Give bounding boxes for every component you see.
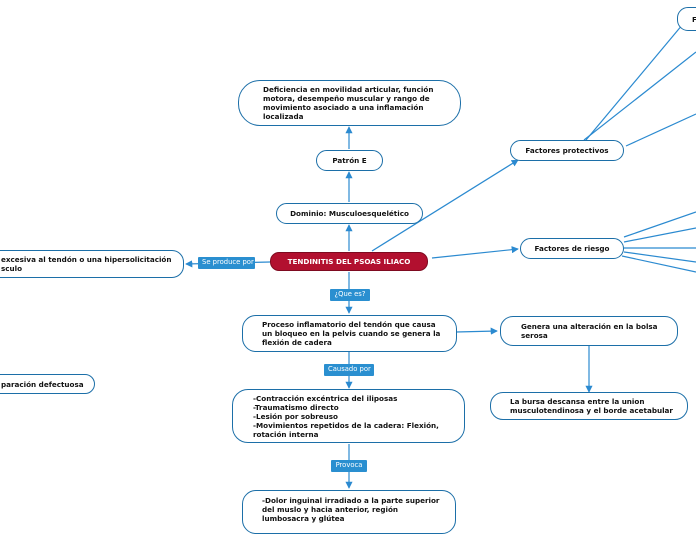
link-process-bursa (455, 327, 498, 335)
link-protective-branch-3 (625, 113, 696, 147)
pattern-text: Patrón E (332, 156, 367, 165)
link-protective-branch-2 (585, 23, 684, 141)
bursa-location-text: La bursa descansa entre la union musculo… (510, 397, 673, 415)
top-right-partial-node[interactable]: F (677, 7, 696, 31)
caused-label[interactable]: Causado por (324, 364, 374, 376)
link-risk-branch-4 (623, 251, 696, 263)
risk-factors-text: Factores de riesgo (534, 244, 610, 253)
protective-factors-node[interactable]: Factores protectivos (510, 140, 624, 161)
overload-node[interactable]: excesiva al tendón o una hipersolicitaci… (0, 250, 184, 278)
process-node[interactable]: Proceso inflamatorio del tendón que caus… (242, 315, 457, 352)
definition-text: Deficiencia en movilidad articular, func… (263, 85, 434, 121)
central-topic-text: TENDINITIS DEL PSOAS ILIACO (287, 257, 411, 266)
pattern-node[interactable]: Patrón E (316, 150, 383, 171)
link-risk-branch-1 (623, 211, 696, 238)
link-risk-branch-2 (623, 227, 696, 243)
causes-text: -Contracción excéntrica del iliposas -Tr… (253, 393, 439, 439)
link-risk-branch-5 (621, 255, 696, 273)
domain-text: Dominio: Musculoesquelético (290, 209, 409, 218)
what-label[interactable]: ¿Que es? (330, 289, 370, 301)
symptoms-node[interactable]: -Dolor inguinal irradiado a la parte sup… (242, 490, 456, 534)
top-right-partial-text: F (692, 14, 696, 24)
link-protective-branch-1 (583, 51, 696, 141)
mind-map-canvas: F Deficiencia en movilidad articular, fu… (0, 7, 696, 534)
domain-node[interactable]: Dominio: Musculoesquelético (276, 203, 423, 224)
risk-factors-node[interactable]: Factores de riesgo (520, 238, 624, 259)
protective-factors-text: Factores protectivos (525, 146, 609, 155)
link-central-protective (371, 159, 519, 252)
bursa-alteration-node[interactable]: Genera una alteración en la bolsa serosa (500, 316, 678, 346)
symptoms-text: -Dolor inguinal irradiado a la parte sup… (262, 496, 440, 523)
connector-layer (185, 23, 696, 489)
central-topic-node[interactable]: TENDINITIS DEL PSOAS ILIACO (270, 252, 428, 271)
overload-text: excesiva al tendón o una hipersolicitaci… (1, 255, 172, 273)
repair-node[interactable]: paración defectuosa (0, 374, 95, 394)
link-central-risk (431, 246, 519, 259)
bursa-location-node[interactable]: La bursa descansa entre la union musculo… (490, 392, 688, 420)
repair-text: paración defectuosa (1, 379, 84, 389)
produce-label[interactable]: Se produce por (198, 257, 255, 269)
provokes-label[interactable]: Provoca (331, 460, 367, 472)
bursa-alteration-text: Genera una alteración en la bolsa serosa (521, 322, 658, 340)
definition-node[interactable]: Deficiencia en movilidad articular, func… (238, 80, 461, 126)
causes-node[interactable]: -Contracción excéntrica del iliposas -Tr… (232, 389, 465, 443)
process-text: Proceso inflamatorio del tendón que caus… (262, 320, 441, 347)
